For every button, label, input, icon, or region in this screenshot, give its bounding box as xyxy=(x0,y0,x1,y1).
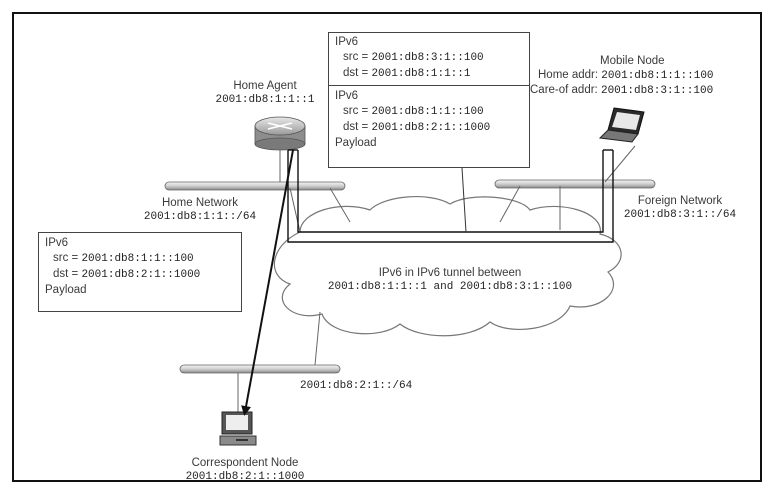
foreign-network-prefix: 2001:db8:3:1::/64 xyxy=(623,209,737,221)
delivered-payload: Payload xyxy=(45,284,87,296)
correspondent-node-label: Correspondent Node 2001:db8:2:1::1000 xyxy=(155,456,335,484)
delivered-dst: 2001:db8:2:1::1000 xyxy=(81,269,201,281)
inner-header-title: IPv6 xyxy=(335,90,359,102)
delivered-header-title: IPv6 xyxy=(45,237,69,249)
home-network-label: Home Network 2001:db8:1:1::/64 xyxy=(120,196,280,224)
delivered-packet-box: IPv6 src = 2001:db8:1:1::100 dst = 2001:… xyxy=(38,232,242,312)
outer-src: 2001:db8:3:1::100 xyxy=(371,52,484,64)
correspondent-network-bar xyxy=(179,364,341,374)
home-agent-router-icon xyxy=(254,116,306,182)
encapsulated-packet-box: IPv6 src = 2001:db8:3:1::100 dst = 2001:… xyxy=(328,32,530,168)
correspondent-network-prefix: 2001:db8:2:1::/64 xyxy=(300,380,413,392)
diagram-frame xyxy=(12,12,762,482)
forwarding-arrow xyxy=(241,149,294,416)
mobile-node-home-addr: 2001:db8:1:1::100 xyxy=(601,70,714,82)
home-agent-label: Home Agent 2001:db8:1:1::1 xyxy=(195,79,335,107)
mobile-node-label: Mobile Node Home addr: 2001:db8:1:1::100… xyxy=(530,54,765,98)
home-agent-address: 2001:db8:1:1::1 xyxy=(215,94,315,106)
outer-ipv6-header: IPv6 src = 2001:db8:3:1::100 dst = 2001:… xyxy=(329,33,529,86)
delivered-src: 2001:db8:1:1::100 xyxy=(81,253,194,265)
outer-header-title: IPv6 xyxy=(335,36,359,48)
mobile-node-name: Mobile Node xyxy=(600,55,665,67)
mobile-node-home-label: Home addr: xyxy=(538,69,599,81)
inner-ipv6-packet: IPv6 src = 2001:db8:1:1::100 dst = 2001:… xyxy=(329,86,529,154)
inner-payload: Payload xyxy=(335,137,377,149)
home-agent-name: Home Agent xyxy=(233,80,297,92)
inner-dst: 2001:db8:2:1::1000 xyxy=(371,122,491,134)
correspondent-node-name: Correspondent Node xyxy=(191,457,299,469)
correspondent-node-address: 2001:db8:2:1::1000 xyxy=(185,471,305,483)
foreign-network-name: Foreign Network xyxy=(637,195,723,207)
correspondent-node-computer-icon xyxy=(219,411,257,446)
outer-dst: 2001:db8:1:1::1 xyxy=(371,68,471,80)
home-network-prefix: 2001:db8:1:1::/64 xyxy=(143,211,257,223)
foreign-network-label: Foreign Network 2001:db8:3:1::/64 xyxy=(600,194,760,222)
tunnel-endpoints: 2001:db8:1:1::1 and 2001:db8:3:1::100 xyxy=(327,281,573,293)
inner-src: 2001:db8:1:1::100 xyxy=(371,106,484,118)
mobile-node-laptop-icon xyxy=(598,107,645,143)
tunnel-label: IPv6 in IPv6 tunnel between 2001:db8:1:1… xyxy=(290,266,610,294)
mobile-node-coa-label: Care-of addr: xyxy=(530,84,598,96)
home-network-bar xyxy=(164,181,346,191)
packet-pointer-line xyxy=(461,167,467,233)
foreign-network-bar xyxy=(494,179,656,189)
home-network-name: Home Network xyxy=(161,197,239,209)
tunnel-description: IPv6 in IPv6 tunnel between xyxy=(378,267,522,279)
mobile-node-coa-addr: 2001:db8:3:1::100 xyxy=(600,85,714,97)
